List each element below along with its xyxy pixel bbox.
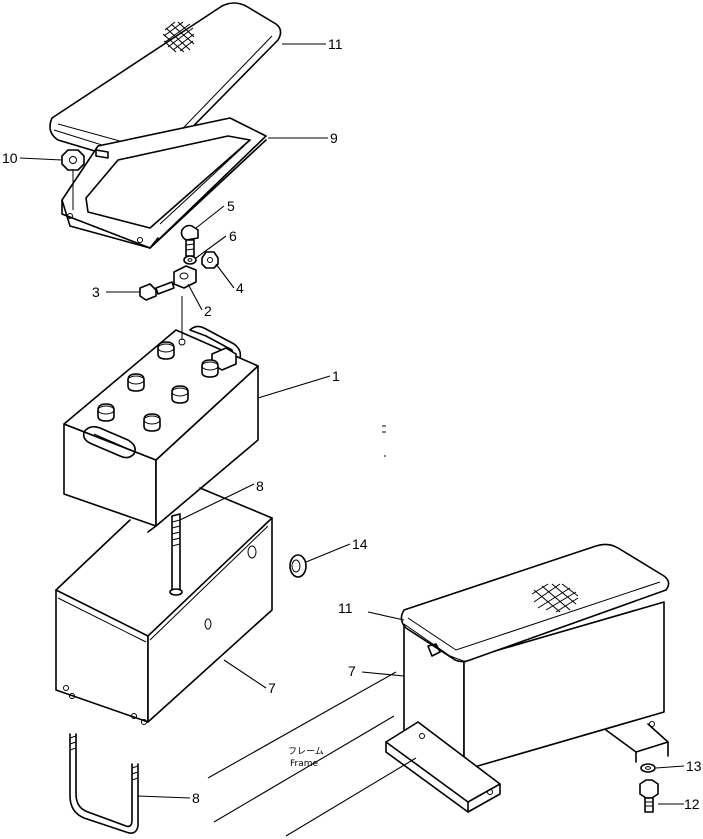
callout-2: 2 xyxy=(204,303,212,319)
callout-6: 6 xyxy=(229,228,237,244)
callout-1: 1 xyxy=(332,368,340,384)
frame-caption: フレーム Frame xyxy=(288,746,324,769)
grommet-14 xyxy=(289,554,307,578)
stray-mark xyxy=(382,425,386,457)
battery xyxy=(63,296,259,527)
battery-box-right xyxy=(400,543,670,771)
callout-7-right: 7 xyxy=(348,663,356,679)
callout-3: 3 xyxy=(92,284,100,300)
frame-label-en: Frame xyxy=(290,759,319,769)
washer-6 xyxy=(183,255,197,265)
battery-box-left xyxy=(55,487,273,725)
callout-13: 13 xyxy=(686,758,702,774)
bolt-3 xyxy=(139,281,175,301)
callout-11-right: 11 xyxy=(338,600,353,616)
vent-grid-top xyxy=(162,21,195,53)
callout-8-top: 8 xyxy=(256,478,264,494)
washer-13 xyxy=(640,763,656,773)
terminal-clamp-2 xyxy=(173,265,197,289)
callout-9: 9 xyxy=(330,130,338,146)
callout-7-left: 7 xyxy=(268,680,276,696)
callout-14: 14 xyxy=(352,536,368,552)
vent-grid-right xyxy=(531,583,579,613)
leader-lines xyxy=(19,43,685,837)
callout-4: 4 xyxy=(236,280,244,296)
frame-label-jp: フレーム xyxy=(288,746,324,757)
frame-rails xyxy=(385,721,501,813)
callout-12: 12 xyxy=(684,796,700,812)
threaded-rod-installed xyxy=(169,513,183,596)
bracket-frame xyxy=(61,117,267,249)
callout-labels: 11 9 10 5 6 4 3 2 1 8 14 7 8 11 7 13 12 xyxy=(2,36,702,812)
bolt-12 xyxy=(639,779,659,813)
callout-8-bottom: 8 xyxy=(192,790,200,806)
callout-11-top: 11 xyxy=(328,36,343,52)
nut-10 xyxy=(61,149,85,210)
battery-caps xyxy=(97,341,219,432)
nut-4 xyxy=(201,251,219,269)
bolt-5 xyxy=(180,224,199,257)
callout-10: 10 xyxy=(2,150,18,166)
j-bolt xyxy=(69,733,139,834)
callout-5: 5 xyxy=(227,198,235,214)
